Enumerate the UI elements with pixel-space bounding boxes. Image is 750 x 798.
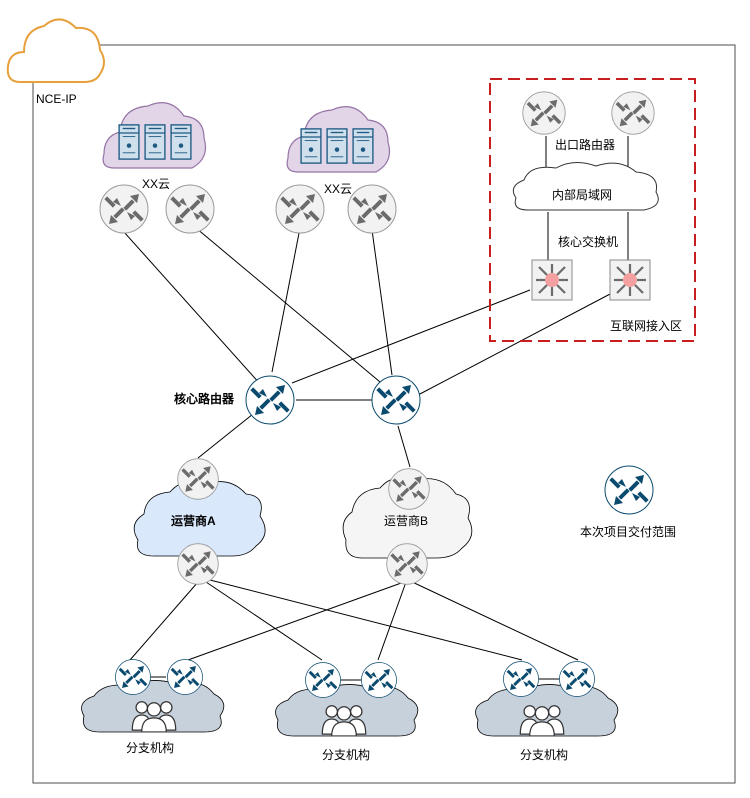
carrier-b-router-bottom-icon	[386, 543, 428, 585]
carrier-b-label: 运营商B	[384, 513, 428, 528]
carrier-a-router-top-icon	[177, 458, 219, 500]
internet-zone-label: 互联网接入区	[610, 318, 682, 333]
router-icon	[503, 661, 539, 697]
router-icon	[347, 184, 397, 234]
router-icon	[99, 184, 149, 234]
server-rack-icon	[326, 128, 348, 164]
carrier-a-label: 运营商A	[171, 513, 216, 528]
exit-router-label: 出口路由器	[555, 137, 615, 152]
core-switch-icon	[530, 258, 574, 302]
branch-2-label: 分支机构	[322, 747, 370, 762]
router-icon	[305, 662, 341, 698]
internal-lan-label: 内部局域网	[552, 187, 612, 202]
xx-cloud-1-label: XX云	[142, 177, 170, 191]
router-icon	[559, 661, 595, 697]
server-rack-icon	[300, 128, 322, 164]
branch-3: 分支机构	[475, 661, 619, 762]
nce-ip-frame	[32, 44, 736, 784]
router-icon	[275, 184, 325, 234]
core-router-label: 核心路由器	[174, 391, 235, 406]
core-switch-icon	[608, 258, 652, 302]
legend-router-icon	[604, 465, 654, 515]
core-switch-label: 核心交换机	[558, 234, 618, 249]
xx-cloud-1	[102, 102, 207, 169]
legend-label: 本次项目交付范围	[580, 524, 676, 539]
server-rack-icon	[352, 128, 374, 164]
xx-cloud-2-label: XX云	[324, 182, 352, 196]
router-icon	[361, 662, 397, 698]
internet-zone-box	[489, 78, 696, 342]
server-rack-icon	[118, 124, 140, 160]
nce-ip-label: NCE-IP	[36, 92, 77, 106]
branch-2: 分支机构	[275, 662, 419, 762]
carrier-b-router-top-icon	[388, 468, 430, 510]
xx-cloud-2	[286, 106, 391, 173]
server-rack-icon	[170, 124, 192, 160]
core-router-1-icon	[245, 375, 295, 425]
router-icon	[165, 184, 215, 234]
branch-1-label: 分支机构	[126, 740, 174, 755]
carrier-a-router-bottom-icon	[177, 543, 219, 585]
exit-router-2-icon	[611, 91, 655, 135]
branch-3-label: 分支机构	[520, 747, 568, 762]
nce-ip-cloud-icon	[6, 18, 105, 83]
server-rack-icon	[144, 124, 166, 160]
internal-lan-cloud-icon	[512, 162, 659, 211]
branch-1: 分支机构	[81, 659, 225, 755]
router-icon	[115, 659, 151, 695]
exit-router-1-icon	[522, 91, 566, 135]
router-icon	[167, 659, 203, 695]
core-router-2-icon	[371, 375, 421, 425]
